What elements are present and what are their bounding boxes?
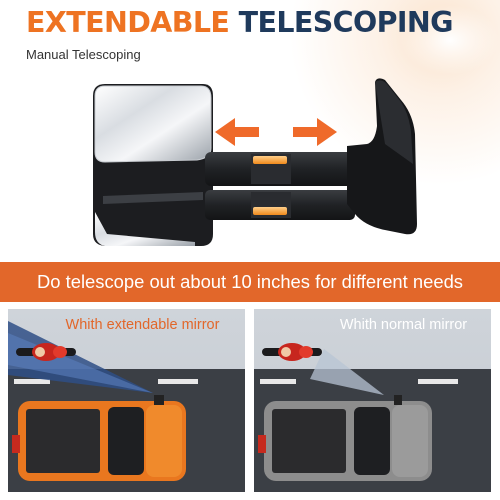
panel-label-extendable: Whith extendable mirror bbox=[65, 317, 220, 333]
motorcycle-icon bbox=[16, 343, 76, 361]
view-cone-icon bbox=[310, 349, 384, 395]
panel-extendable-mirror: Whith extendable mirror bbox=[8, 309, 245, 492]
info-banner: Do telescope out about 10 inches for dif… bbox=[0, 262, 500, 302]
subtitle: Manual Telescoping bbox=[26, 47, 141, 62]
scene-normal bbox=[254, 343, 491, 492]
view-cone-icon bbox=[8, 321, 153, 393]
banner-text: Do telescope out about 10 inches for dif… bbox=[36, 271, 463, 292]
pickup-truck-icon bbox=[258, 395, 432, 481]
pickup-truck-icon bbox=[12, 395, 186, 481]
scene-extendable bbox=[8, 321, 245, 492]
panel-normal-mirror: Whith normal mirror bbox=[254, 309, 491, 492]
light-glow bbox=[400, 5, 500, 75]
double-arrow-icon bbox=[215, 118, 337, 146]
headline-word-extendable: EXTENDABLE bbox=[26, 6, 230, 39]
headline: EXTENDABLE TELESCOPING bbox=[26, 6, 454, 40]
motorcycle-icon bbox=[262, 343, 322, 361]
headline-word-telescoping: TELESCOPING bbox=[238, 6, 454, 39]
panel-label-normal: Whith normal mirror bbox=[339, 317, 468, 333]
telescoping-mirror-image bbox=[93, 78, 417, 246]
